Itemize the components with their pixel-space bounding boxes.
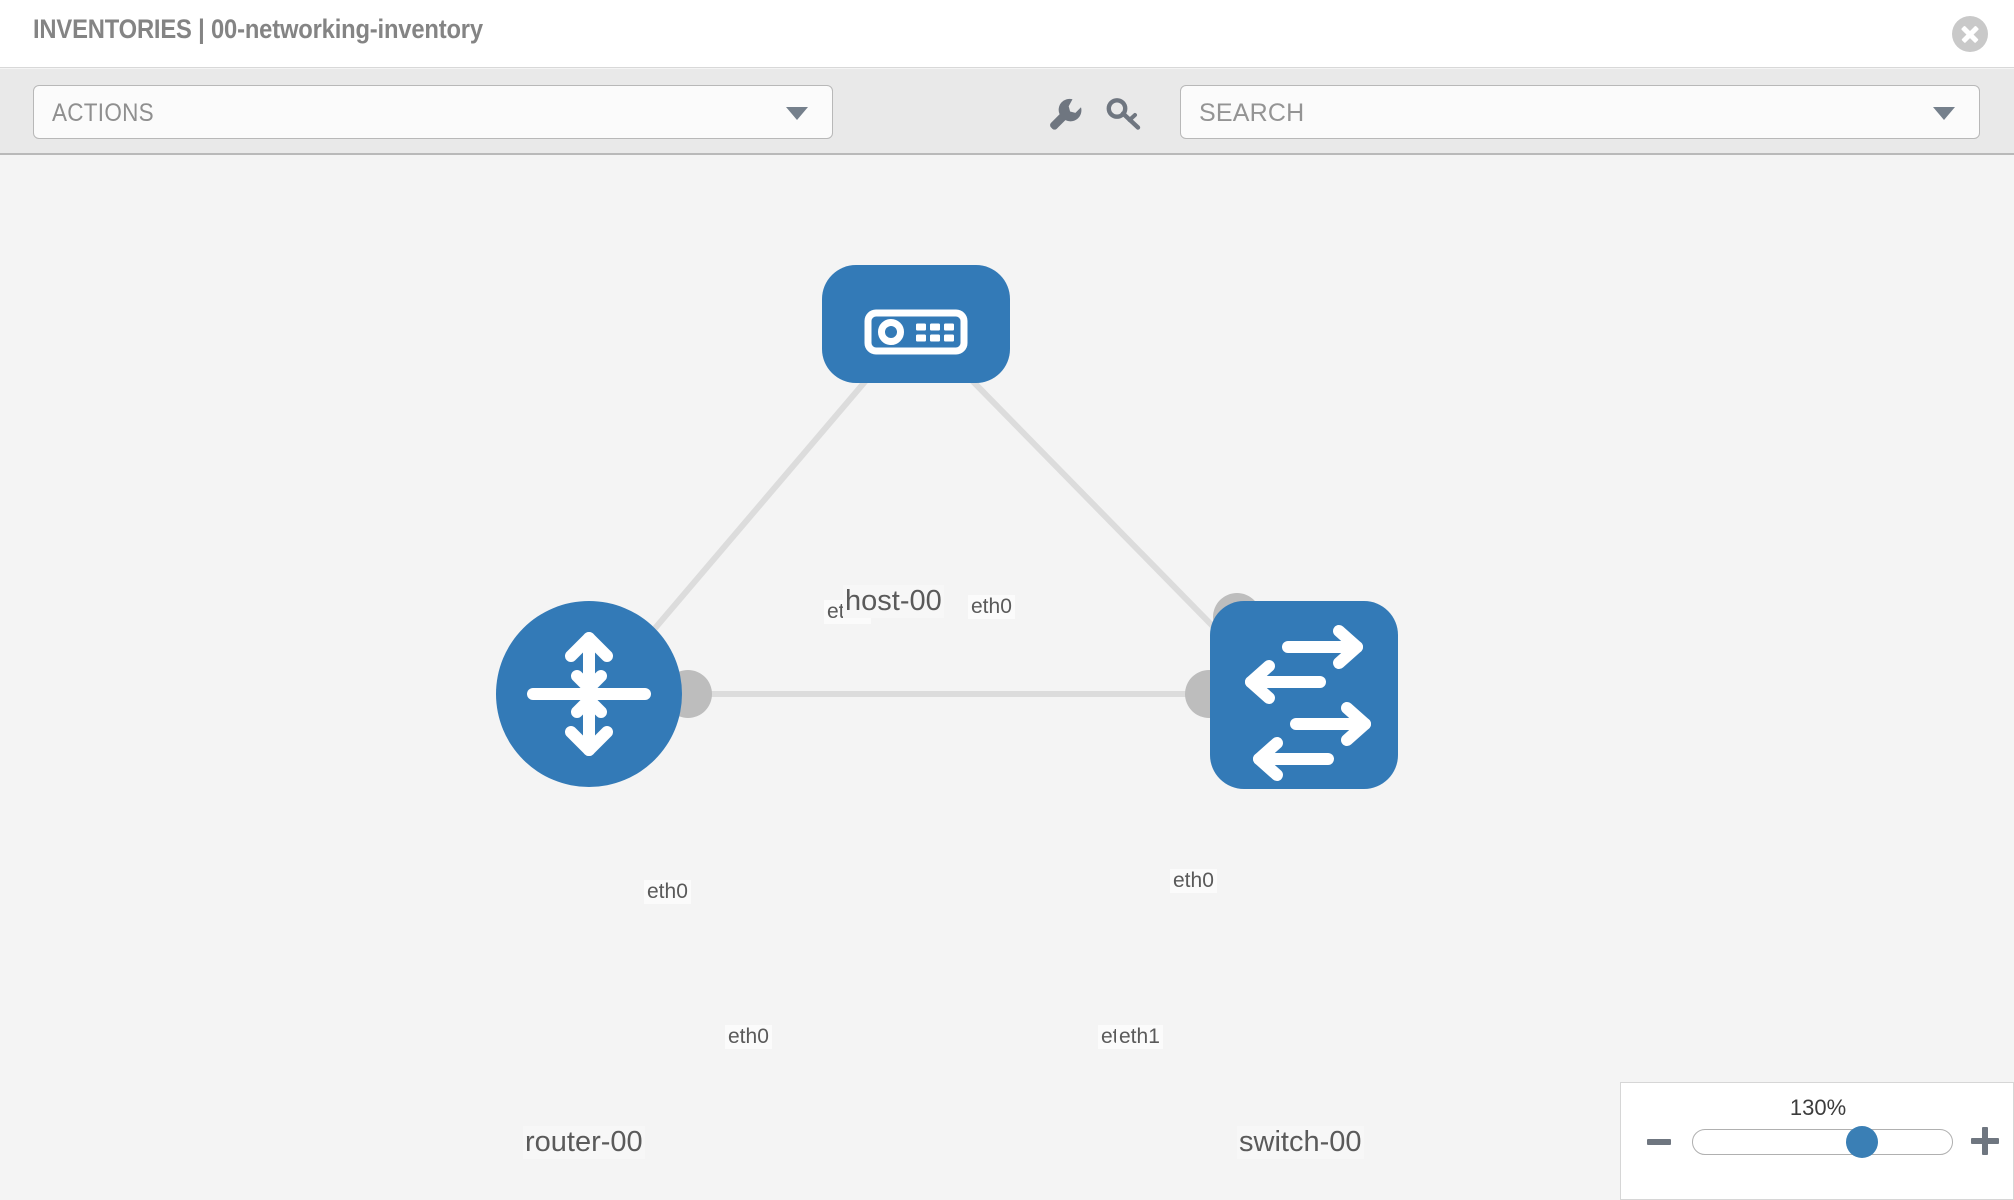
chevron-down-icon [1933,107,1955,120]
page-header: INVENTORIES | 00-networking-inventory [0,0,2014,68]
router-arrows-icon [527,632,651,756]
node-label-host-00: host-00 [843,585,944,618]
node-router-00 [496,601,682,787]
zoom-slider-track[interactable] [1692,1129,1953,1155]
topology-canvas[interactable]: eth0 eth0 eth0 eth0 eth0 eth0 eth1 host-… [0,157,2014,1200]
toolbar: ACTIONS SEARCH [0,69,2014,155]
switch-arrows-icon [1245,625,1371,781]
link-router-00-host-00 [625,355,889,662]
iface-label-router-00-eth0: eth0 [725,1025,772,1049]
zoom-slider-thumb[interactable] [1846,1126,1878,1158]
zoom-control-panel: 130% [1620,1082,2014,1200]
node-label-switch-00: switch-00 [1237,1126,1364,1159]
close-icon[interactable] [1952,16,1988,52]
server-icon [864,309,968,355]
topology-graph [496,265,1398,789]
iface-label-switch-00-eth1: eth1 [1116,1025,1163,1049]
iface-label-switch-00-eth0: eth0 [1170,869,1217,893]
node-switch-00 [1210,601,1398,789]
node-label-router-00: router-00 [523,1126,645,1159]
plus-icon[interactable] [1971,1127,1999,1155]
key-icon[interactable] [1104,93,1144,133]
actions-dropdown[interactable]: ACTIONS [33,85,833,139]
iface-label-router-00-eth0-up: eth0 [644,880,691,904]
iface-label-host-00-eth0-right: eth0 [968,595,1015,619]
link-host-00-switch-00 [946,354,1246,660]
chevron-down-icon [786,107,808,120]
search-input-placeholder: SEARCH [1199,99,1305,127]
search-input[interactable]: SEARCH [1180,85,1980,139]
actions-dropdown-label: ACTIONS [52,99,154,127]
node-host-00 [822,265,1010,383]
page-title: INVENTORIES | 00-networking-inventory [33,14,483,44]
topology-links [625,354,1246,697]
plus-icon-vertical [1982,1127,1988,1155]
minus-icon[interactable] [1647,1139,1671,1145]
zoom-level-value: 130% [1789,1095,1847,1120]
wrench-icon[interactable] [1043,93,1083,133]
